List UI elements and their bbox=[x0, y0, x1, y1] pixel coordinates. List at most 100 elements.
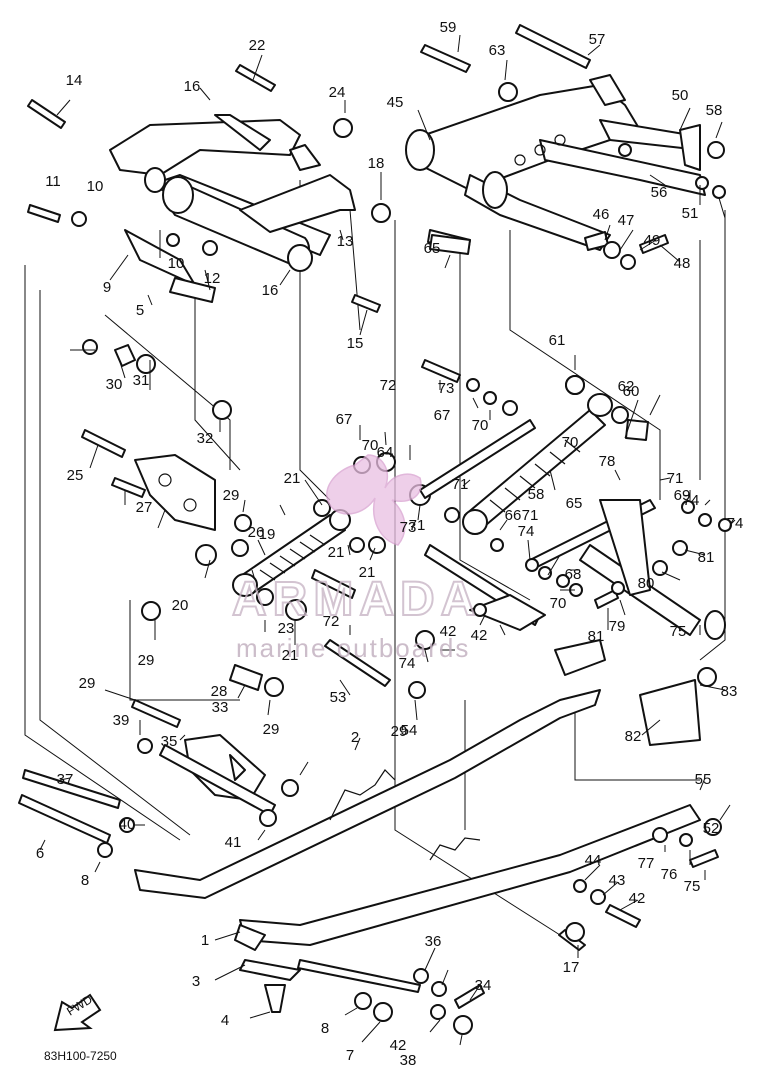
callout-number: 50 bbox=[672, 87, 689, 104]
link-rods bbox=[311, 419, 726, 687]
callout-number: 71 bbox=[409, 517, 426, 534]
callout-number: 7 bbox=[346, 1047, 354, 1064]
callout-number: 51 bbox=[682, 205, 699, 222]
callout-number: 16 bbox=[184, 78, 201, 95]
callout-number: 29 bbox=[223, 487, 240, 504]
callout-number: 81 bbox=[588, 628, 605, 645]
callout-number: 63 bbox=[489, 42, 506, 59]
callout-number: 66 bbox=[505, 507, 522, 524]
callout-number: 83 bbox=[721, 683, 738, 700]
callout-number: 65 bbox=[566, 495, 583, 512]
callout-number: 20 bbox=[172, 597, 189, 614]
callout-number: 14 bbox=[66, 72, 83, 89]
callout-number: 70 bbox=[562, 434, 579, 451]
callout-number: 10 bbox=[168, 255, 185, 272]
callout-number: 57 bbox=[589, 31, 606, 48]
callout-number: 70 bbox=[550, 595, 567, 612]
callout-number: 21 bbox=[328, 544, 345, 561]
callout-number: 49 bbox=[644, 232, 661, 249]
callout-number: 74 bbox=[518, 523, 535, 540]
callout-number: 71 bbox=[452, 476, 469, 493]
callout-number: 42 bbox=[471, 627, 488, 644]
callout-number: 71 bbox=[667, 470, 684, 487]
nuts-and-collars bbox=[71, 82, 732, 1035]
callout-number: 2 bbox=[351, 729, 359, 746]
callout-number: 29 bbox=[138, 652, 155, 669]
callout-number: 48 bbox=[674, 255, 691, 272]
callout-number: 82 bbox=[625, 728, 642, 745]
front-upper-arm bbox=[109, 114, 356, 303]
leader-lines bbox=[39, 34, 736, 1046]
callout-number: 43 bbox=[609, 872, 626, 889]
callout-number: 73 bbox=[400, 519, 417, 536]
callout-number: 69 bbox=[674, 487, 691, 504]
callout-number: 71 bbox=[522, 507, 539, 524]
callout-number: 40 bbox=[119, 816, 136, 833]
callout-number: 45 bbox=[387, 94, 404, 111]
callout-number: 76 bbox=[661, 866, 678, 883]
callout-number: 5 bbox=[136, 302, 144, 319]
watermark-logo-icon bbox=[326, 454, 422, 546]
callout-number: 27 bbox=[136, 499, 153, 516]
callout-number: 74 bbox=[683, 492, 700, 509]
diagram-code: 83H100-7250 bbox=[44, 1049, 117, 1063]
callout-number: 8 bbox=[321, 1020, 329, 1037]
callout-number: 54 bbox=[401, 722, 418, 739]
left-slide-rail bbox=[134, 639, 606, 899]
callout-number: 12 bbox=[204, 270, 221, 287]
callout-number: 67 bbox=[434, 407, 451, 424]
callout-number: 79 bbox=[609, 618, 626, 635]
callout-number: 65 bbox=[424, 240, 441, 257]
watermark-brand: ARMADA bbox=[232, 573, 481, 626]
callout-number: 67 bbox=[336, 411, 353, 428]
callout-number: 15 bbox=[347, 335, 364, 352]
callout-number: 11 bbox=[45, 173, 61, 190]
callout-number: 78 bbox=[599, 453, 616, 470]
callout-number: 26 bbox=[248, 524, 265, 541]
callout-number: 29 bbox=[79, 675, 96, 692]
callout-number: 52 bbox=[703, 820, 720, 837]
callout-number: 72 bbox=[323, 613, 340, 630]
callout-number: 34 bbox=[475, 977, 492, 994]
callout-number: 44 bbox=[585, 852, 602, 869]
callout-number: 33 bbox=[212, 699, 229, 716]
callout-number: 64 bbox=[377, 444, 394, 461]
callout-number: 16 bbox=[262, 282, 279, 299]
callout-number: 8 bbox=[81, 872, 89, 889]
callout-number: 70 bbox=[472, 417, 489, 434]
callout-number: 41 bbox=[225, 834, 242, 851]
watermark-tagline: marine outboards bbox=[236, 633, 470, 663]
callout-number: 22 bbox=[249, 37, 266, 54]
callout-number: 46 bbox=[593, 206, 610, 223]
callout-number: 56 bbox=[651, 184, 668, 201]
callout-number: 21 bbox=[282, 647, 299, 664]
callout-number: 77 bbox=[638, 855, 655, 872]
callout-number: 29 bbox=[263, 721, 280, 738]
callout-number: 42 bbox=[629, 890, 646, 907]
callout-number: 42 bbox=[440, 623, 457, 640]
callout-number: 53 bbox=[330, 689, 347, 706]
callout-number: 10 bbox=[87, 178, 104, 195]
callout-numbers: 1234567889101011121314151616171819202121… bbox=[0, 0, 743, 1069]
callout-number: 36 bbox=[425, 933, 442, 950]
fwd-arrow: FWD bbox=[53, 992, 102, 1032]
callout-number: 74 bbox=[399, 655, 416, 672]
watermark: ARMADA marine outboards bbox=[231, 454, 481, 663]
callout-number: 72 bbox=[380, 377, 397, 394]
callout-number: 55 bbox=[695, 771, 712, 788]
callout-number: 21 bbox=[359, 564, 376, 581]
callout-number: 1 bbox=[201, 932, 209, 949]
callout-number: 70 bbox=[362, 437, 379, 454]
callout-number: 35 bbox=[161, 733, 178, 750]
callout-number: 31 bbox=[133, 372, 150, 389]
callout-number: 73 bbox=[438, 380, 455, 397]
callout-number: 23 bbox=[278, 620, 295, 637]
callout-number: 3 bbox=[192, 973, 200, 990]
callout-number: 17 bbox=[563, 959, 580, 976]
front-shock-absorber bbox=[232, 509, 351, 597]
callout-number: 47 bbox=[618, 212, 635, 229]
callout-number: 39 bbox=[113, 712, 130, 729]
rear-upper-arm bbox=[405, 74, 706, 253]
callout-number: 25 bbox=[67, 467, 84, 484]
